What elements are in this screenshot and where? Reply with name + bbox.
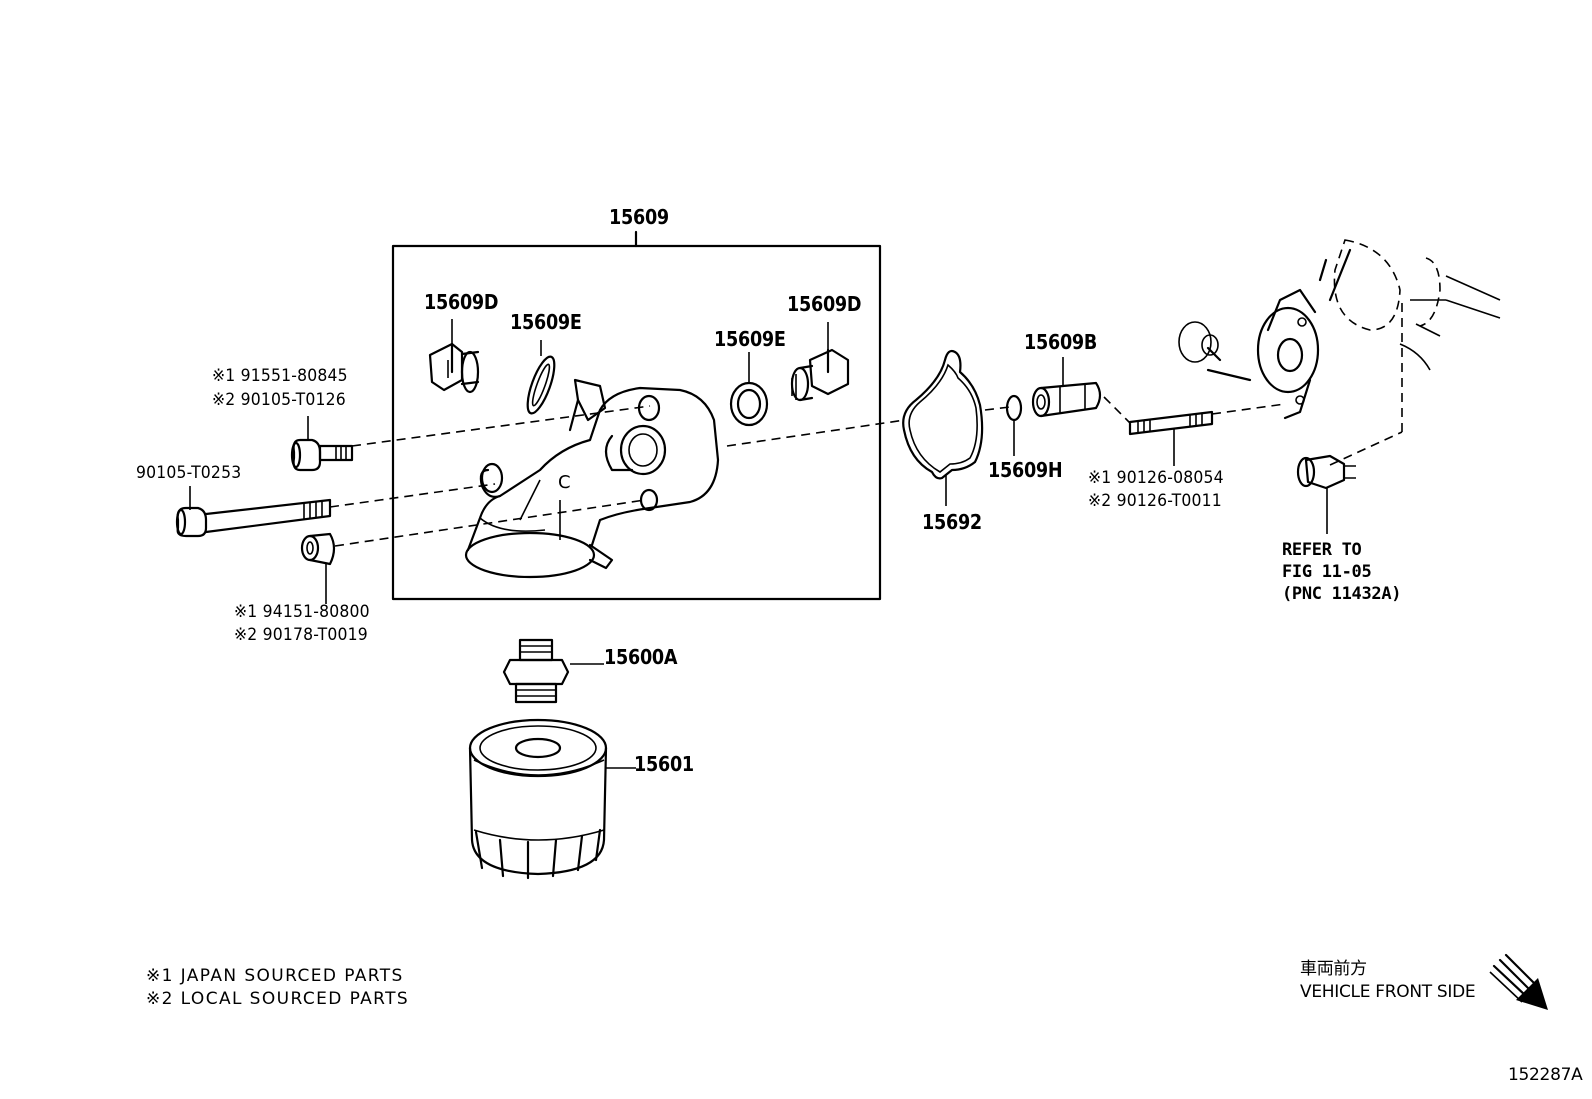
bolt-short [290, 416, 354, 472]
figure-number: 152287A [1508, 1065, 1583, 1085]
engine-block-sketch [1178, 239, 1501, 420]
refer-line-3: (PNC 11432A) [1282, 584, 1402, 604]
label-15600a: 15600A [604, 645, 678, 669]
bolt-long [175, 486, 332, 538]
label-bolt-short-2: ※2 90105-T0126 [212, 390, 346, 410]
legend-japan: ※1 JAPAN SOURCED PARTS [146, 966, 404, 986]
front-label-en: VEHICLE FRONT SIDE [1300, 982, 1476, 1002]
stud-bolt [1128, 410, 1214, 466]
collar [300, 532, 336, 604]
assembly-label: 15609 [609, 205, 669, 229]
label-15609d-right: 15609D [787, 292, 862, 316]
oil-plug-15609d-right [790, 322, 850, 402]
label-collar-1: ※1 94151-80800 [234, 602, 370, 622]
legend-local: ※2 LOCAL SOURCED PARTS [146, 989, 410, 1009]
label-15609d-left: 15609D [424, 290, 499, 314]
gasket-15692 [902, 349, 984, 506]
label-15609h: 15609H [988, 458, 1063, 482]
pipe-15609b [1031, 357, 1102, 418]
oil-filter-15601 [468, 718, 636, 880]
oring-15609h [1005, 394, 1023, 456]
label-stud-1: ※1 90126-08054 [1088, 468, 1224, 488]
union-15600a [502, 638, 604, 704]
refer-line-2: FIG 11-05 [1282, 562, 1372, 582]
label-15609e-right: 15609E [714, 327, 786, 351]
assembly-box [391, 230, 882, 601]
label-stud-2: ※2 90126-T0011 [1088, 491, 1222, 511]
drain-plug-refer [1296, 454, 1356, 534]
refer-line-1: REFER TO [1282, 540, 1362, 560]
label-bolt-short-1: ※1 91551-80845 [212, 366, 348, 386]
housing-letter: C [558, 472, 571, 493]
gasket-15609e-right [729, 352, 769, 427]
oil-plug-15609d-left [428, 319, 480, 394]
label-15609b: 15609B [1024, 330, 1098, 354]
assembly-dashed-lines [329, 300, 1403, 547]
label-collar-2: ※2 90178-T0019 [234, 625, 368, 645]
front-label-jp: 車両前方 [1300, 959, 1367, 979]
gasket-15609e-left [526, 340, 556, 415]
vehicle-front-arrow-icon [1489, 953, 1548, 1010]
label-15601: 15601 [634, 752, 694, 776]
label-15609e-left: 15609E [510, 310, 582, 334]
label-bolt-long: 90105-T0253 [136, 463, 242, 483]
label-15692: 15692 [922, 510, 982, 534]
oil-filter-bracket [464, 378, 720, 579]
